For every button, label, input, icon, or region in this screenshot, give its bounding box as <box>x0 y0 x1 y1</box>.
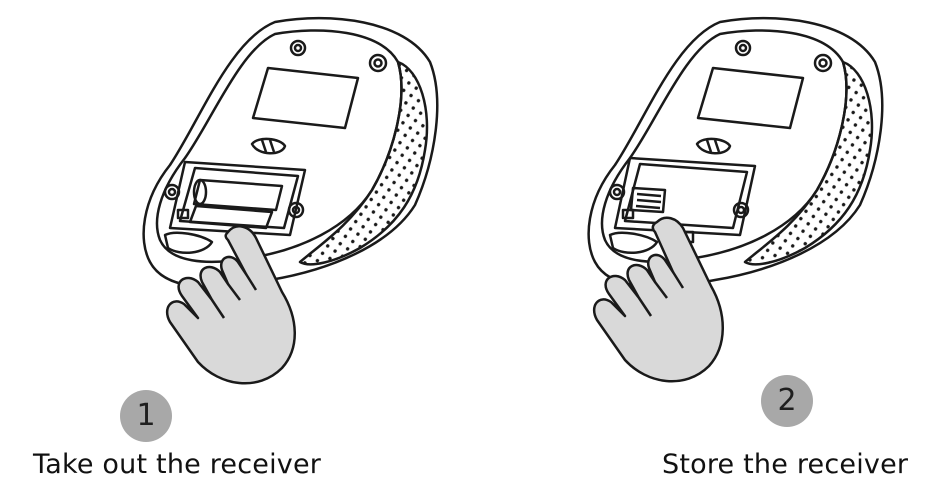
step-number-badge: 1 <box>120 390 172 442</box>
step-caption: Store the receiver <box>662 449 909 480</box>
mouse-illustration <box>587 16 884 383</box>
hand-icon <box>165 225 296 385</box>
mouse-illustration <box>142 16 439 385</box>
step-number-badge: 2 <box>761 375 813 427</box>
step-1-panel: 1 Take out the receiver <box>33 16 439 480</box>
mouse-underside-icon <box>142 16 439 289</box>
mouse-underside-icon <box>587 16 884 289</box>
step-2-panel: 2 Store the receiver <box>465 0 930 502</box>
step-caption: Take out the receiver <box>33 449 322 480</box>
hand-icon <box>592 216 724 383</box>
